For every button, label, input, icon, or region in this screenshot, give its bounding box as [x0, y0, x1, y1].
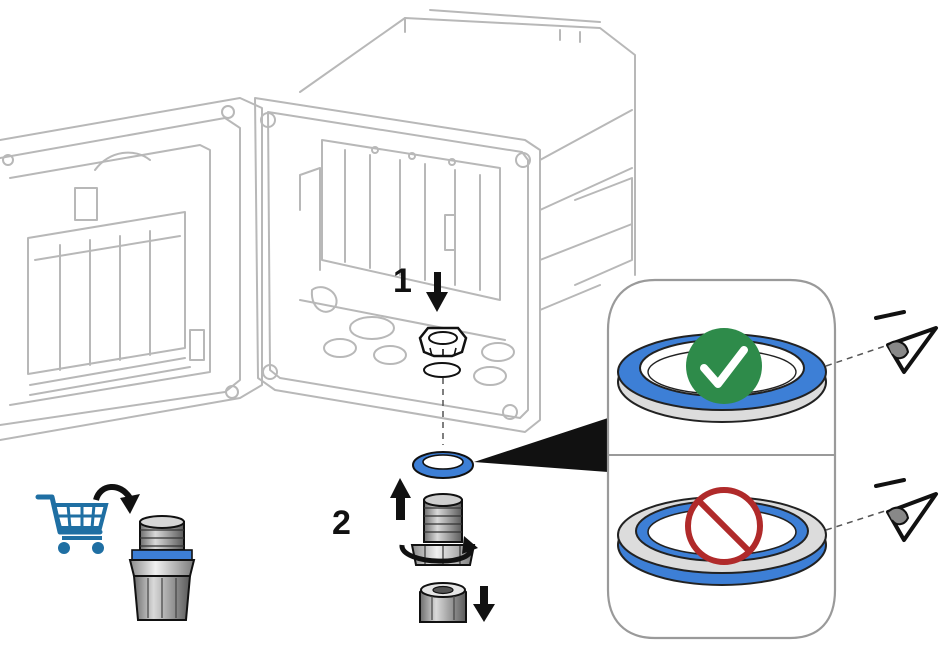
rotate-arrow-icon — [399, 536, 478, 564]
up-arrow-icon — [390, 478, 411, 520]
curved-arrow-icon — [93, 484, 140, 514]
down-arrow-icon — [426, 272, 448, 312]
cap-nut — [419, 582, 467, 623]
door-label-icon — [74, 187, 98, 221]
lock-nut — [418, 326, 468, 358]
step-2-number: 2 — [332, 504, 351, 542]
enclosure-door — [0, 97, 263, 441]
floor-plug-3 — [473, 366, 507, 386]
floor-hole-2 — [481, 342, 515, 362]
check-icon — [686, 328, 762, 404]
prohibited-icon — [685, 487, 763, 565]
floor-plug-2 — [373, 345, 407, 365]
down-arrow-icon-2 — [473, 586, 495, 622]
step-1-number: 1 — [393, 262, 412, 300]
eye-icon-2 — [874, 478, 938, 542]
screw-top-left — [260, 112, 276, 128]
callout-pointer — [474, 418, 608, 472]
cable-gland-accessory — [128, 515, 196, 621]
screw-top-right — [515, 152, 531, 168]
sealing-washer — [412, 451, 474, 479]
eye-icon — [874, 310, 938, 374]
enclosure-body — [254, 9, 636, 433]
screw-bottom-right — [502, 404, 518, 420]
screw-bottom-left — [262, 364, 278, 380]
target-hole — [423, 362, 461, 378]
shopping-cart-icon — [35, 494, 109, 554]
floor-plug-1 — [323, 338, 357, 358]
floor-hole-1 — [349, 316, 395, 340]
